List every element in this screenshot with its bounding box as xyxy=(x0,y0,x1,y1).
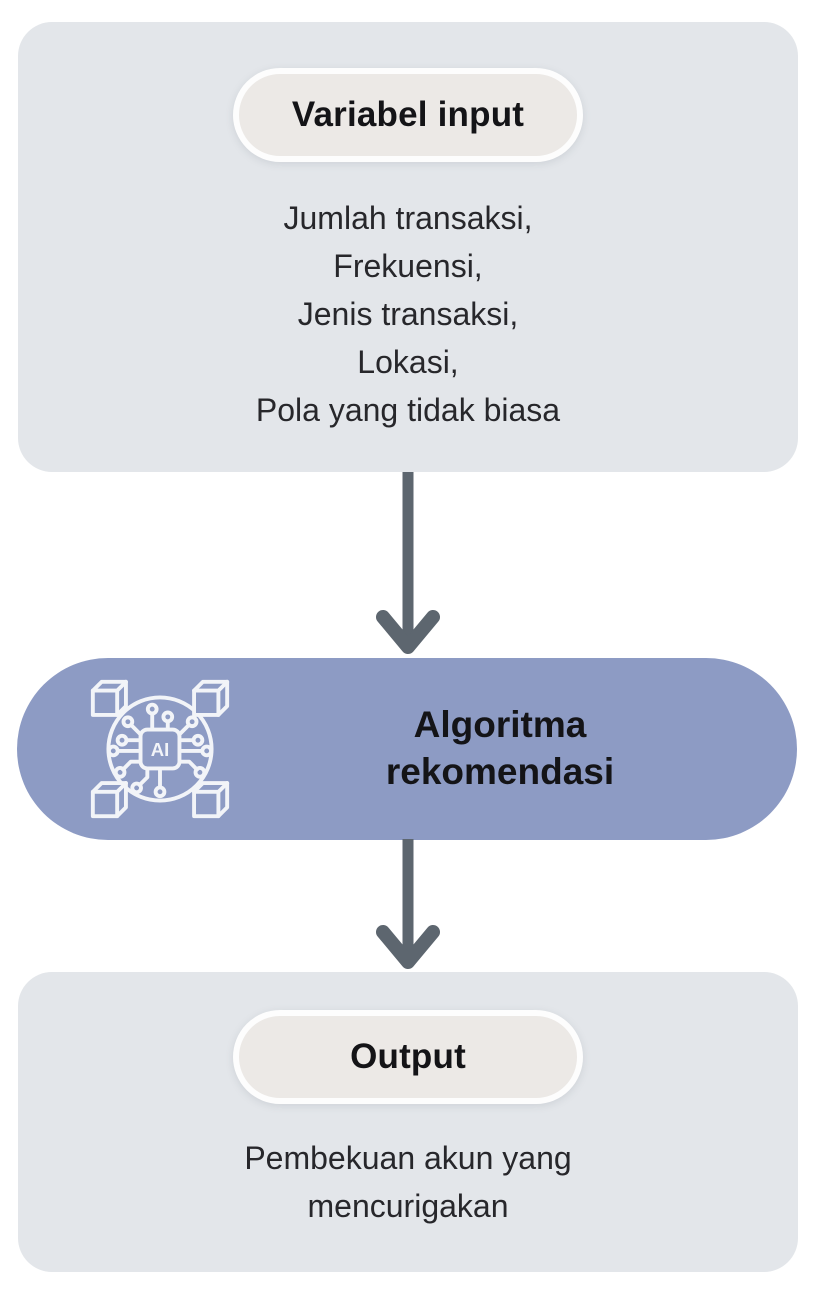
input-variable-item: Lokasi, xyxy=(357,344,459,380)
output-title: Output xyxy=(350,1037,466,1076)
input-variable-item: Jenis transaksi, xyxy=(297,296,519,332)
algorithm-title: Algoritma rekomendasi xyxy=(385,704,615,792)
output-title-badge: Output xyxy=(233,1010,583,1104)
ai-chip-icon: AI xyxy=(90,679,230,819)
output-section: Output Pembekuan akun yang mencurigakan xyxy=(18,972,798,1272)
input-variables-list: Jumlah transaksi, Frekuensi, Jenis trans… xyxy=(18,194,798,434)
algorithm-node: AI Algoritma rekomendasi xyxy=(17,658,797,840)
arrow-down-icon xyxy=(376,472,440,654)
input-title: Variabel input xyxy=(291,95,525,134)
arrow-down-icon xyxy=(376,839,440,969)
output-description-wrap: Pembekuan akun yang mencurigakan xyxy=(18,1134,798,1230)
input-title-badge: Variabel input xyxy=(233,68,583,162)
output-description: Pembekuan akun yang mencurigakan xyxy=(244,1140,572,1224)
algorithm-title-wrap: Algoritma rekomendasi xyxy=(233,702,767,796)
input-variable-item: Frekuensi, xyxy=(333,248,483,284)
input-section: Variabel input Jumlah transaksi, Frekuen… xyxy=(18,22,798,472)
svg-text:AI: AI xyxy=(151,739,170,760)
input-variable-item: Pola yang tidak biasa xyxy=(255,392,561,428)
input-variable-item: Jumlah transaksi, xyxy=(283,200,533,236)
